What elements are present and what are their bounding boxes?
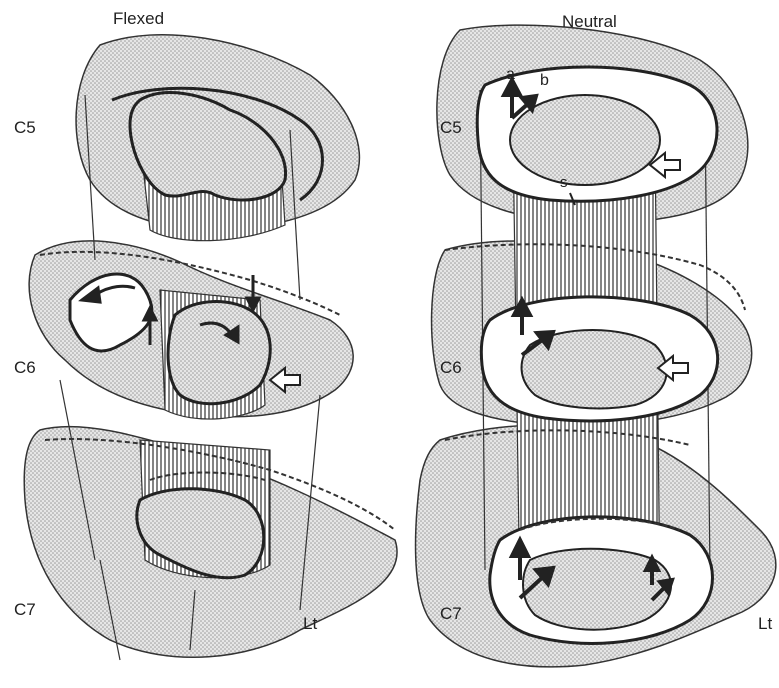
left-c7-label: C7 <box>14 600 36 620</box>
left-c6-label: C6 <box>14 358 36 378</box>
right-c6-label: C6 <box>440 358 462 378</box>
marker-s: s <box>560 174 568 191</box>
flexed-lt-label: Lt <box>303 614 317 634</box>
right-c5-label: C5 <box>440 118 462 138</box>
flexed-column <box>24 35 397 660</box>
marker-b: b <box>540 72 549 90</box>
flexed-c6-surface <box>168 302 270 404</box>
marker-a: a <box>506 66 515 84</box>
right-c7-label: C7 <box>440 604 462 624</box>
neutral-title: Neutral <box>562 12 617 32</box>
neutral-lt-label: Lt <box>758 614 772 634</box>
neutral-column <box>416 25 776 667</box>
left-c5-label: C5 <box>14 118 36 138</box>
flexed-title: Flexed <box>113 9 164 29</box>
